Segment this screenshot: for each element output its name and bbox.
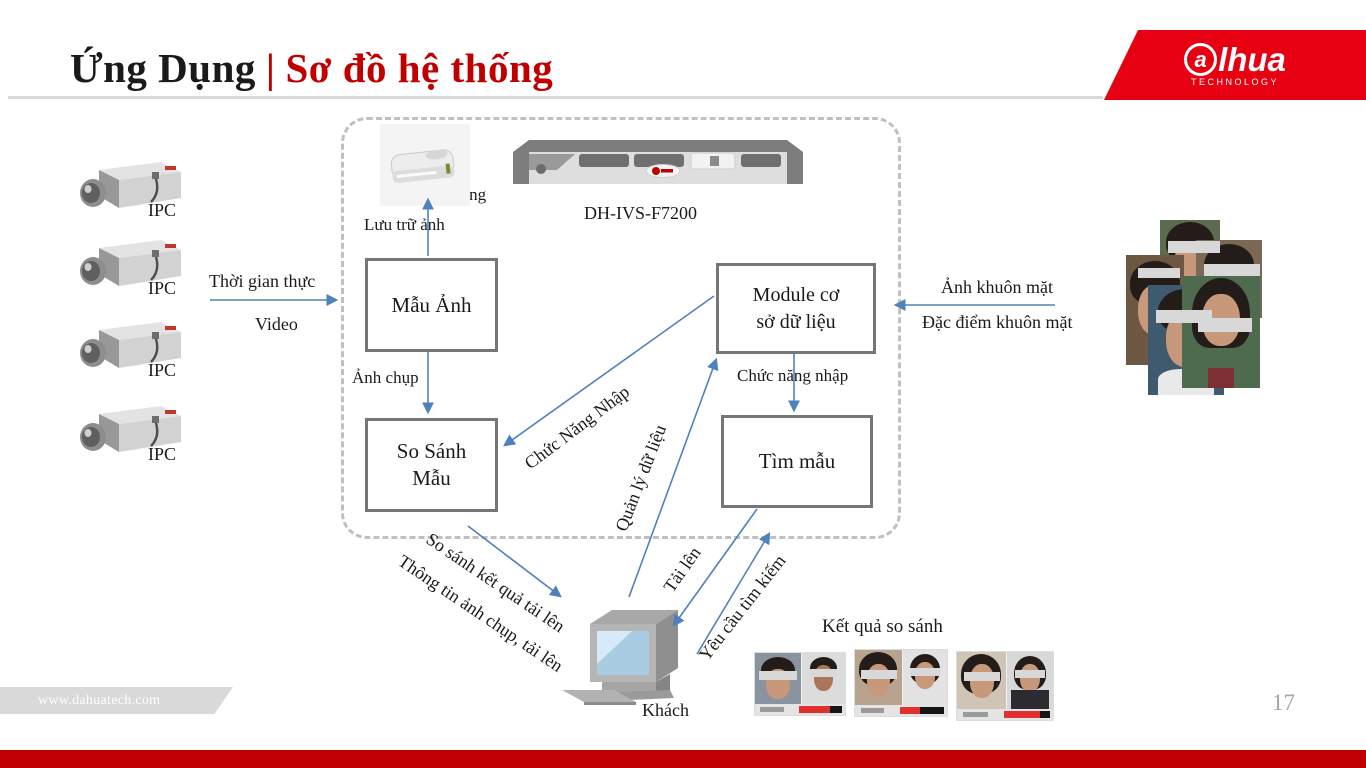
captured-image-label: Ảnh chụp <box>352 368 419 387</box>
box-compare-sample-label: So Sánh Mẫu <box>396 439 467 490</box>
redaction-bar <box>1198 318 1252 332</box>
comparison-result-card <box>956 651 1054 721</box>
comparison-result-card <box>754 652 846 716</box>
title-separator: | <box>265 45 276 91</box>
face-photo <box>1182 276 1260 388</box>
system-container <box>341 117 901 539</box>
box-database-module-label: Module cơ sở dữ liệu <box>752 283 840 333</box>
import-function-label: Chức năng nhập <box>737 366 849 385</box>
comparison-result-card <box>854 649 948 717</box>
box-find-sample: Tìm mẫu <box>721 415 873 508</box>
ipc-label: IPC <box>148 200 177 220</box>
ipc-camera-icon <box>80 406 181 452</box>
storage-flow-label: Lưu trữ ảnh <box>364 215 445 234</box>
ipc-label: IPC <box>148 360 177 380</box>
box-sample-image-label: Mẫu Ảnh <box>391 292 472 317</box>
redaction-bar <box>1204 264 1260 276</box>
ipc-camera-2: IPC <box>66 238 192 300</box>
box-compare-sample: So Sánh Mẫu <box>365 418 498 512</box>
realtime-label: Thời gian thực <box>209 271 316 291</box>
header-divider <box>8 96 1103 99</box>
box-database-module: Module cơ sở dữ liệu <box>716 263 876 354</box>
client-computer-icon <box>556 592 706 712</box>
face-image-label: Ảnh khuôn mặt <box>941 277 1053 297</box>
ipc-camera-icon <box>80 162 181 208</box>
ipc-camera-icon <box>80 322 181 368</box>
client-label: Khách <box>642 700 689 720</box>
ipc-camera-3: IPC <box>66 320 192 382</box>
ipc-camera-4: IPC <box>66 404 192 466</box>
redaction-bar <box>1138 268 1180 278</box>
box-sample-image: Mẫu Ảnh <box>365 258 498 352</box>
footer-strip: www.dahuatech.com <box>0 687 233 714</box>
ipc-camera-1: IPC <box>66 160 192 222</box>
face-features-label: Đặc điểm khuôn mặt <box>922 312 1073 332</box>
search-request-label: Yêu cầu tìm kiếm <box>694 550 790 665</box>
title-red: Sơ đồ hệ thống <box>285 45 554 91</box>
dahua-logo: a lhua TECHNOLOGY <box>1104 30 1366 100</box>
website-label: www.dahuatech.com <box>38 692 161 708</box>
video-label: Video <box>255 314 298 334</box>
ipc-label: IPC <box>148 278 177 298</box>
ipc-label: IPC <box>148 444 177 464</box>
redaction-bar <box>1168 241 1220 253</box>
box-find-sample-label: Tìm mẫu <box>758 449 836 473</box>
comparison-result-title: Kết quả so sánh <box>822 616 943 637</box>
hard-drive-icon <box>380 124 470 211</box>
dahua-logo-a-icon: a <box>1184 43 1218 76</box>
server-icon <box>513 138 803 195</box>
bottom-red-bar <box>0 750 1366 768</box>
dahua-logo-wordmark: a lhua <box>1184 43 1286 76</box>
upload-label: Tải lên <box>659 543 705 596</box>
title-black: Ứng Dụng <box>70 45 256 91</box>
server-model-label: DH-IVS-F7200 <box>584 203 698 223</box>
dahua-logo-tagline: TECHNOLOGY <box>1190 77 1279 87</box>
page-number: 17 <box>1272 690 1295 715</box>
page-title: Ứng Dụng|Sơ đồ hệ thống <box>70 44 553 92</box>
ipc-camera-icon <box>80 240 181 286</box>
dahua-logo-rest: lhua <box>1218 40 1286 78</box>
